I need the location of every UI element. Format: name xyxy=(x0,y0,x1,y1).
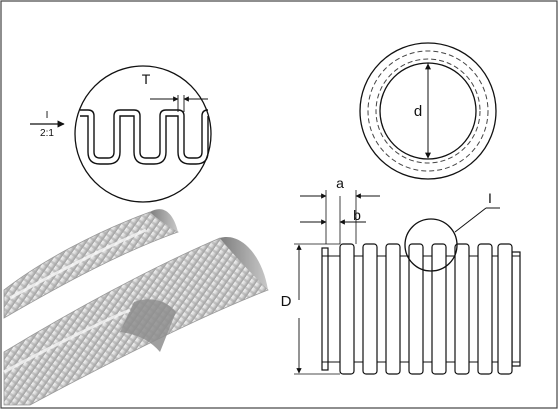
rib-width-dimension: b xyxy=(300,207,366,225)
corrugation-profile xyxy=(80,109,209,165)
dashed-ring-outer xyxy=(367,50,489,172)
detail-marker-circle xyxy=(404,218,458,272)
thickness-label: T xyxy=(142,71,151,87)
pipe-end-right xyxy=(511,251,521,367)
side-view-group: a b I xyxy=(281,175,521,375)
dashed-ring-inner xyxy=(375,58,481,164)
outer-diameter-dimension: D xyxy=(281,243,340,375)
detail-marker-label: I xyxy=(488,190,492,206)
rib-width-label: b xyxy=(353,207,361,223)
thickness-dimension: T xyxy=(142,71,208,112)
corrugated-pipe-photo xyxy=(3,209,269,406)
outer-diameter-label: D xyxy=(281,293,292,310)
ribs xyxy=(339,243,513,375)
inner-diameter-label: d xyxy=(414,103,422,120)
pipe-end-left xyxy=(321,247,329,371)
detail-view-group: I 2:1 T xyxy=(30,65,212,203)
detail-view-label: I xyxy=(46,110,49,121)
pitch-label: a xyxy=(336,175,344,191)
scale-label: 2:1 xyxy=(40,128,54,139)
cross-section-group: d xyxy=(359,42,497,180)
